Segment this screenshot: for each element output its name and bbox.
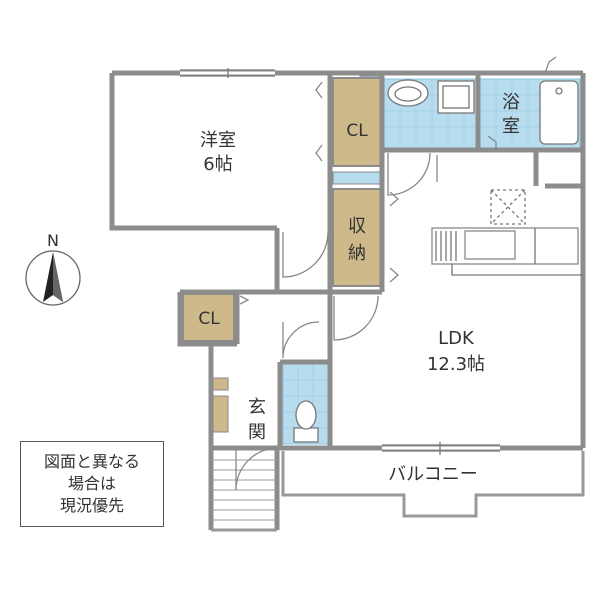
closet-upper <box>332 77 382 167</box>
storage-closet <box>332 188 382 287</box>
closet-fills <box>182 77 382 433</box>
disclaimer-box: 図面と異なる 場合は 現況優先 <box>20 441 164 527</box>
closet-upper-label: CL <box>346 121 368 141</box>
disclaimer-line-3: 現況優先 <box>59 496 124 515</box>
fixtures <box>180 56 585 532</box>
room-labels: 洋室 6帖 CL 浴 室 収 納 CL LDK 12.3帖 玄 関 バルコニー <box>198 92 520 485</box>
balcony-label: バルコニー <box>388 464 478 485</box>
shoe-cabinet-1 <box>211 377 229 391</box>
western-room-name: 洋室 <box>200 130 236 151</box>
closet-lower-label: CL <box>198 309 220 329</box>
shelf-tile-2 <box>332 171 382 185</box>
ldk-name: LDK <box>438 328 475 349</box>
bath-label-2: 室 <box>502 116 520 137</box>
compass-north-label: N <box>47 231 59 250</box>
entrance-label-1: 玄 <box>248 397 266 418</box>
storage-label-1: 収 <box>348 216 366 237</box>
shoe-cabinet-2 <box>211 395 229 433</box>
entrance-label-2: 関 <box>248 422 266 443</box>
compass: N <box>25 231 81 306</box>
western-room-size: 6帖 <box>203 154 232 175</box>
ldk-size: 12.3帖 <box>427 354 485 375</box>
bath-label-1: 浴 <box>502 92 520 113</box>
disclaimer-line-2: 場合は <box>67 474 116 493</box>
storage-label-2: 納 <box>348 243 366 264</box>
disclaimer-line-1: 図面と異なる <box>43 452 140 471</box>
compass-circle <box>25 250 81 306</box>
